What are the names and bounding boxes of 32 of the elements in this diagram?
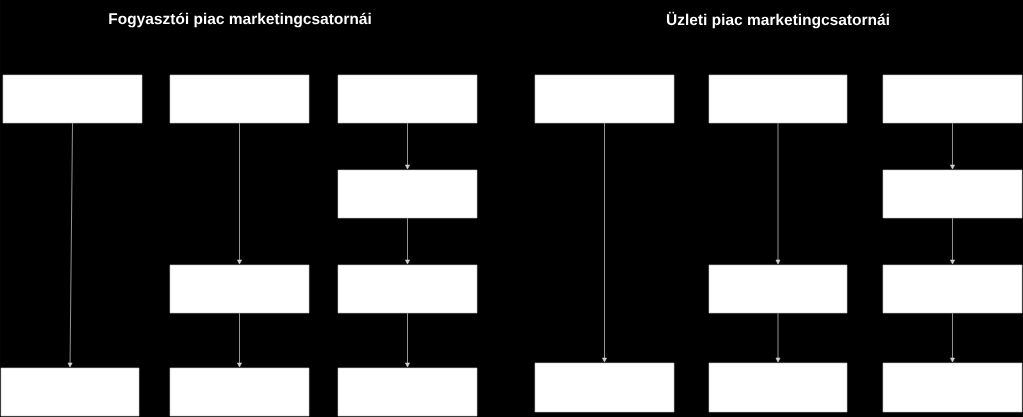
arrow xyxy=(950,122,955,170)
empty-box xyxy=(882,169,1023,219)
heading: Üzleti piac marketingcsatornái xyxy=(666,11,889,29)
arrow xyxy=(950,217,955,265)
empty-box xyxy=(169,74,310,124)
empty-box xyxy=(882,264,1023,314)
empty-box xyxy=(337,169,478,219)
arrow xyxy=(602,122,607,363)
empty-box xyxy=(337,74,478,124)
empty-box xyxy=(169,367,310,417)
arrow xyxy=(950,312,955,363)
empty-box xyxy=(708,74,848,124)
empty-box xyxy=(337,367,478,417)
empty-box xyxy=(534,362,675,413)
arrow xyxy=(67,122,73,368)
empty-box xyxy=(337,264,478,314)
empty-box xyxy=(169,264,310,314)
arrow xyxy=(405,312,410,368)
empty-box xyxy=(0,367,140,417)
arrow xyxy=(405,122,410,170)
empty-box xyxy=(882,362,1023,413)
arrow xyxy=(237,122,242,265)
empty-box xyxy=(708,362,848,413)
arrow xyxy=(237,312,242,368)
heading: Fogyasztói piac marketingcsatornái xyxy=(109,12,371,28)
arrow xyxy=(775,312,781,363)
empty-box xyxy=(882,74,1023,124)
empty-box xyxy=(2,74,143,124)
arrow xyxy=(405,217,410,265)
empty-box xyxy=(534,74,675,124)
empty-box xyxy=(708,264,848,314)
arrow xyxy=(775,122,781,265)
